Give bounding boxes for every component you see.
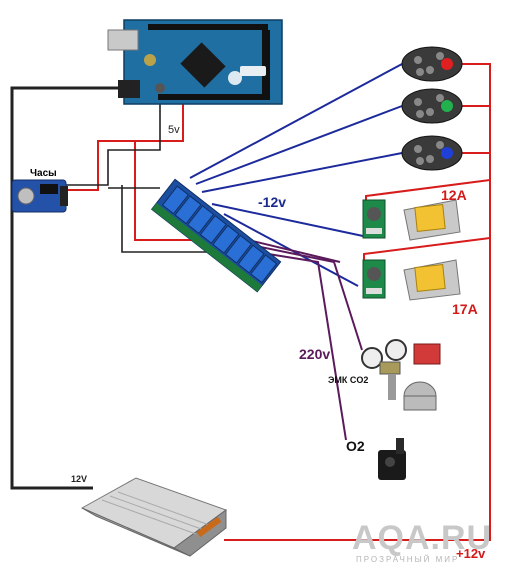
co2-regulator [361, 339, 441, 411]
plus12v-driver2 [363, 237, 491, 262]
co2-valve-label: ЭМК CO2 [328, 375, 369, 385]
blue-wire-blue-led [201, 152, 403, 193]
air-pump [378, 438, 406, 480]
psu-12v-label: 12V [71, 474, 88, 484]
led-driver-1 [362, 199, 386, 239]
relay-board-8ch [150, 178, 282, 293]
arduino-5v-wire [66, 104, 184, 191]
o2-label: O2 [346, 438, 365, 454]
clock-label: Часы [30, 168, 57, 179]
rgb-led-green [401, 88, 463, 124]
power-supply [80, 477, 228, 557]
blue-wire-driver1 [211, 203, 364, 237]
relay-gnd-wire [121, 185, 220, 253]
power-led-2 [403, 259, 461, 301]
ground-wire [10, 86, 122, 490]
power-led-1 [403, 199, 461, 241]
arduino-mega [107, 19, 283, 105]
rgb-led-blue [401, 135, 463, 171]
driver2-current-label: 17A [452, 301, 478, 317]
rgb-led-red [401, 46, 463, 82]
mains-wire-o2 [255, 251, 347, 441]
plus12v-rail [224, 63, 491, 541]
led-driver-2 [362, 259, 386, 299]
clock-signal-wire [66, 104, 161, 186]
watermark-sub: ПРОЗРАЧНЫЙ МИР [356, 555, 460, 564]
blue-wire-red-led [189, 63, 403, 179]
mains-wire-co2 [245, 243, 363, 351]
mains-wire-third [239, 237, 341, 263]
rtc-clock-module [11, 179, 68, 213]
watermark: AQA.RU ПРОЗРАЧНЫЙ МИР [352, 521, 492, 564]
psu-plus-label: +12v [456, 546, 486, 561]
driver1-current-label: 12A [441, 187, 467, 203]
blue-wire-green-led [195, 105, 403, 185]
arduino-5v-label: 5v [168, 124, 180, 136]
mains-voltage-label: 220v [299, 346, 331, 362]
led-voltage-label: -12v [258, 194, 287, 210]
watermark-main: AQA.RU [352, 519, 493, 557]
